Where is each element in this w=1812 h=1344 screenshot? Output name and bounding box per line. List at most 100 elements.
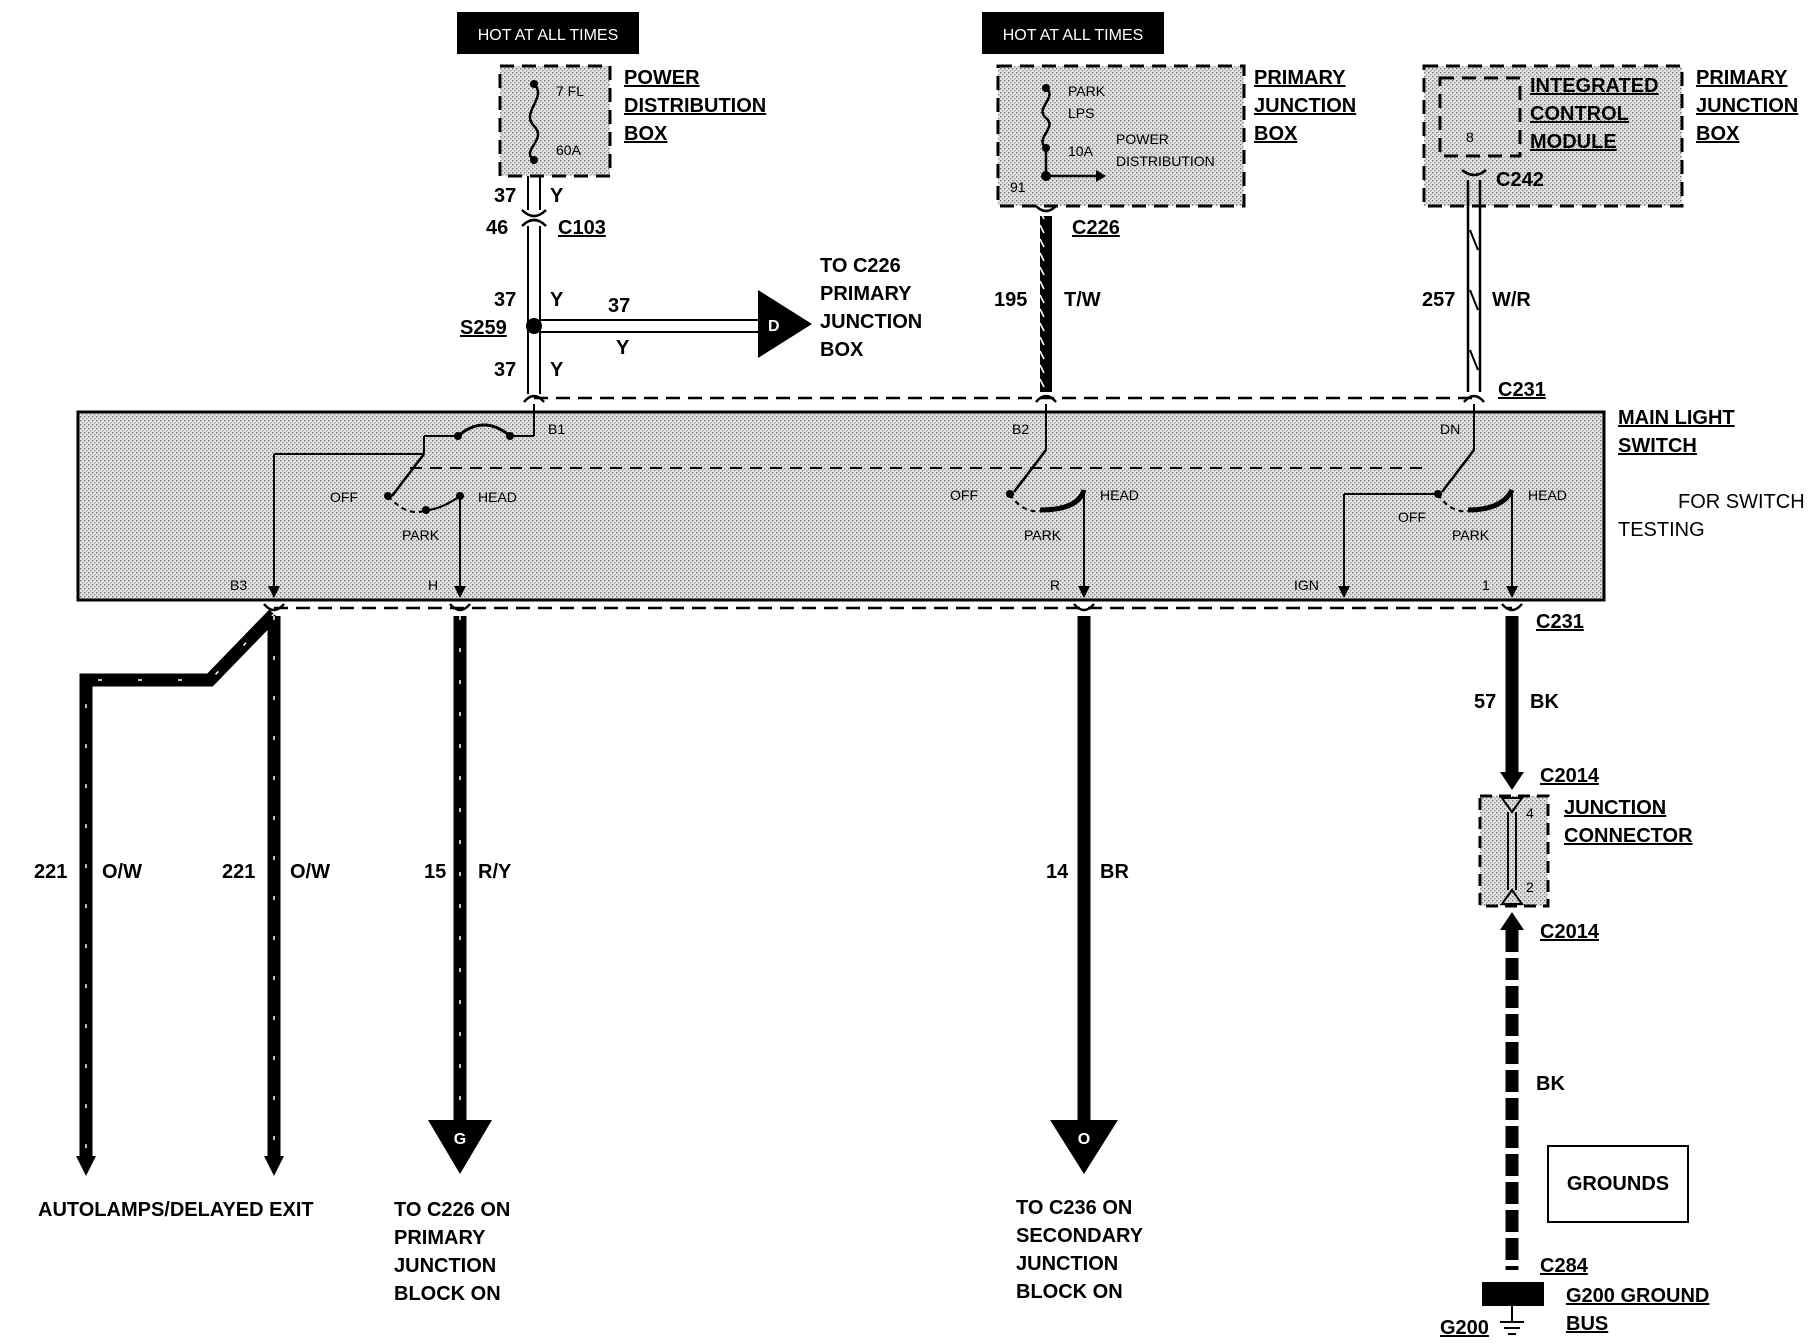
testing-1: FOR SWITCH [1678,491,1805,513]
pjb2-title-3: BOX [1696,123,1740,145]
svg-text:HEAD: HEAD [478,489,517,505]
to-c236-3: JUNCTION [1016,1253,1118,1275]
to-c236-1: TO C236 ON [1016,1197,1132,1219]
wire-221a-color: O/W [102,861,142,883]
pjb1-title-3: BOX [1254,123,1298,145]
switch-title-2: SWITCH [1618,435,1697,457]
svg-text:R: R [1050,577,1060,593]
to-c226-primary-4: BLOCK ON [394,1283,501,1305]
c231-top-connector [523,394,1485,403]
wire-15-color: R/Y [478,861,512,883]
wire-46-label: 46 [486,217,508,239]
svg-text:PARK: PARK [1024,527,1062,543]
wire-195-tw [1035,205,1057,392]
svg-text:G: G [454,1131,466,1148]
ground-bus-title-1: G200 GROUND [1566,1285,1709,1307]
svg-text:B2: B2 [1012,421,1029,437]
wire-37b-label: 37 [494,289,516,311]
wire-bk-ground [1500,912,1524,1270]
to-c226-primary-1: TO C226 ON [394,1199,510,1221]
svg-text:IGN: IGN [1294,577,1319,593]
wire-37c-label: 37 [494,359,516,381]
svg-text:60A: 60A [556,142,582,158]
junction-title-1: JUNCTION [1564,797,1666,819]
hot-label-2: HOT AT ALL TIMES [982,12,1164,54]
svg-text:OFF: OFF [330,489,358,505]
pjb1-title-1: PRIMARY [1254,67,1346,89]
ground-bus-title-2: BUS [1566,1313,1608,1335]
svg-text:DN: DN [1440,421,1460,437]
wire-57-label: 57 [1474,691,1496,713]
svg-text:91: 91 [1010,179,1026,195]
svg-text:10A: 10A [1068,143,1094,159]
to-c236-4: BLOCK ON [1016,1281,1123,1303]
wire-257-label: 257 [1422,289,1455,311]
c103-label: C103 [558,217,606,239]
svg-text:4: 4 [1526,805,1534,821]
g200-label: G200 [1440,1317,1489,1339]
svg-text:HOT AT ALL TIMES: HOT AT ALL TIMES [478,27,619,44]
svg-text:HEAD: HEAD [1528,487,1567,503]
svg-text:D: D [768,318,780,335]
s259-splice: D [526,290,812,358]
svg-text:PARK: PARK [1068,83,1106,99]
svg-text:8: 8 [1466,129,1474,145]
junction-connector: 4 2 [1478,794,1550,908]
wire-37a-label: 37 [494,185,516,207]
pjb2-title-1: PRIMARY [1696,67,1788,89]
to-c226-3: JUNCTION [820,311,922,333]
wire-15-label: 15 [424,861,446,883]
svg-text:B1: B1 [548,421,565,437]
svg-text:PARK: PARK [1452,527,1490,543]
wire-57-bk [1500,616,1524,790]
icm-title-2: CONTROL [1530,103,1629,125]
svg-text:HEAD: HEAD [1100,487,1139,503]
to-c226-4: BOX [820,339,864,361]
testing-2: TESTING [1618,519,1705,541]
svg-text:B3: B3 [230,577,247,593]
wire-195-color: T/W [1064,289,1101,311]
svg-text:PARK: PARK [402,527,440,543]
wire-bk-color: BK [1536,1073,1565,1095]
wire-221b-label: 221 [222,861,255,883]
wire-14-color: BR [1100,861,1129,883]
autolamps-label: AUTOLAMPS/DELAYED EXIT [38,1199,314,1221]
s259-label: S259 [460,317,507,339]
switch-title-1: MAIN LIGHT [1618,407,1735,429]
to-c226-primary-2: PRIMARY [394,1227,486,1249]
svg-text:LPS: LPS [1068,105,1094,121]
wire-221-right [264,616,284,1176]
hot-label-1: HOT AT ALL TIMES [457,12,639,54]
c231-bottom-label: C231 [1536,611,1584,633]
svg-text:POWER: POWER [1116,131,1169,147]
wire-14-label: 14 [1046,861,1069,883]
pdb-title-3: BOX [624,123,668,145]
c284-label: C284 [1540,1255,1589,1277]
wire-37a-color: Y [550,185,564,207]
wire-221a-label: 221 [34,861,67,883]
svg-text:GROUNDS: GROUNDS [1567,1173,1669,1195]
to-c236-2: SECONDARY [1016,1225,1144,1247]
svg-text:7 FL: 7 FL [556,83,584,99]
wire-57-color: BK [1530,691,1559,713]
primary-junction-box-1: PARK LPS 10A POWER DISTRIBUTION 91 [996,64,1246,208]
icm-title-1: INTEGRATED [1530,75,1659,97]
svg-text:O: O [1078,1131,1090,1148]
wire-37-y [521,176,547,394]
pjb2-title-2: JUNCTION [1696,95,1798,117]
main-light-switch: B1 OFF HEAD PARK B3 H B2 OFF HEAD PARK R… [76,404,1606,602]
wire-257-wr [1466,180,1482,392]
c231-top-label: C231 [1498,379,1546,401]
svg-text:DISTRIBUTION: DISTRIBUTION [1116,153,1215,169]
c2014-top-label: C2014 [1540,765,1600,787]
icm-title-3: MODULE [1530,131,1617,153]
wire-14-br: O [1050,616,1118,1174]
wire-195-label: 195 [994,289,1027,311]
to-c226-primary-3: JUNCTION [394,1255,496,1277]
c226-label: C226 [1072,217,1120,239]
junction-title-2: CONNECTOR [1564,825,1693,847]
wire-37b-color: Y [550,289,564,311]
svg-text:OFF: OFF [950,487,978,503]
wire-37d-label: 37 [608,295,630,317]
